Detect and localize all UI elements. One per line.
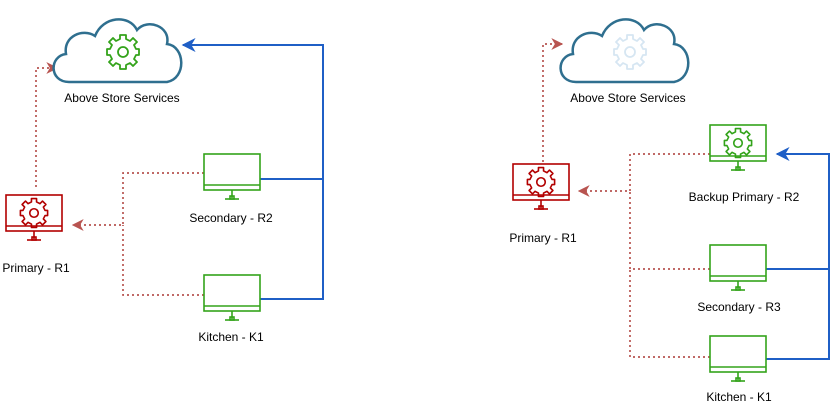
right-kitchen-label: Kitchen - K1: [706, 390, 772, 404]
left-secondary-monitor-icon: [203, 153, 261, 200]
left-dotted-link-kitchen: [122, 225, 204, 296]
left-solid-link-kitchen: [260, 179, 324, 300]
left-kitchen-monitor-icon: [203, 274, 261, 321]
right-backup-label: Backup Primary - R2: [689, 190, 800, 204]
left-primary-label: Primary - R1: [2, 261, 70, 275]
right-dotted-link-kitchen: [629, 269, 710, 358]
right-cloud-label: Above Store Services: [570, 91, 685, 105]
right-dotted-link-secondary: [629, 191, 710, 270]
left-dotted-link-primary-cloud: [35, 62, 59, 187]
right-backup-gear-icon: [723, 127, 753, 159]
right-secondary-label: Secondary - R3: [697, 300, 781, 314]
left-kitchen-label: Kitchen - K1: [198, 330, 264, 344]
right-diagram: Above Store Services Primary - R1 Backup…: [509, 18, 830, 404]
right-kitchen-monitor-icon: [709, 335, 767, 382]
right-secondary-monitor-icon: [709, 244, 767, 291]
left-diagram: Above Store Services Primary - R1 Second…: [2, 18, 324, 344]
left-secondary-label: Secondary - R2: [189, 211, 273, 225]
right-solid-link-secondary: [766, 147, 830, 270]
right-dotted-link-backup: [577, 153, 710, 197]
right-primary-label: Primary - R1: [509, 231, 577, 245]
right-primary-gear-icon: [526, 166, 556, 198]
left-primary-gear-icon: [19, 197, 49, 229]
left-dotted-link-secondary: [71, 172, 204, 231]
right-solid-link-kitchen: [766, 269, 830, 360]
left-cloud-label: Above Store Services: [64, 91, 179, 105]
left-solid-link-secondary: [181, 38, 324, 180]
right-dotted-link-primary-cloud: [542, 38, 564, 162]
